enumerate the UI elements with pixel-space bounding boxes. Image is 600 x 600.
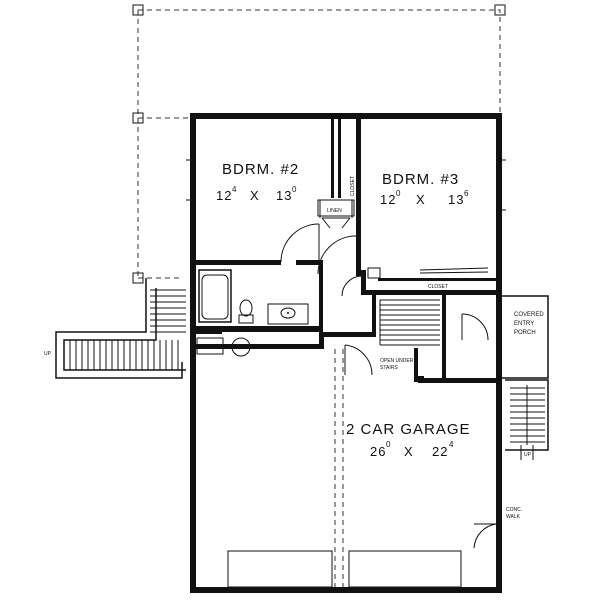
covered-entry-porch-label: COVERED ENTRY PORCH — [514, 312, 544, 336]
up-label-right: UP — [524, 452, 532, 458]
bedroom3-dim-x: X — [416, 192, 426, 207]
bedroom2-dim-b: 13 — [276, 188, 292, 203]
water-heater-label: W.H. — [234, 345, 245, 351]
conc-walk-label: CONC. WALK — [506, 507, 522, 520]
bedroom2-label: BDRM. #2 12 4 X 13 0 — [216, 161, 299, 203]
bedroom2-dim-x: X — [250, 188, 260, 203]
deck-outline — [132, 4, 506, 284]
linen-closet — [317, 199, 355, 229]
garage-label: 2 CAR GARAGE 26 0 X 22 4 — [346, 421, 471, 459]
windows — [186, 115, 506, 211]
bedroom2-title: BDRM. #2 — [222, 161, 299, 178]
garage-dim-x: X — [404, 444, 414, 459]
porch-label-line1: COVERED — [514, 312, 544, 318]
bedroom2-dim-a: 12 — [216, 188, 232, 203]
open-under-stairs-line1: OPEN UNDER — [380, 358, 414, 364]
interior-walls — [196, 118, 496, 383]
bedroom3-closet-doors — [367, 267, 489, 279]
bedroom3-dim-a: 12 — [380, 192, 396, 207]
linen-label: LINEN — [327, 208, 342, 214]
up-label-left: UP — [44, 351, 52, 357]
stairs-interior — [379, 299, 440, 346]
mechanical — [196, 337, 251, 357]
conc-walk-line1: CONC. — [506, 507, 522, 513]
bedroom3-dim-a-sup: 0 — [396, 189, 401, 198]
closet-label-bedroom3: CLOSET — [428, 284, 448, 290]
porch-label-line2: ENTRY — [514, 321, 534, 327]
bedroom3-label: BDRM. #3 12 0 X 13 6 — [380, 171, 469, 207]
porch-label-line3: PORCH — [514, 330, 536, 336]
stairs-left — [55, 278, 186, 379]
open-under-stairs-label: OPEN UNDER STAIRS — [380, 358, 414, 371]
covered-entry-porch — [502, 295, 549, 379]
bedroom2-dim-a-sup: 4 — [232, 185, 237, 194]
bathroom-fixtures — [198, 269, 309, 325]
bedroom3-title: BDRM. #3 — [382, 171, 459, 188]
garage-dim-b: 22 — [432, 444, 448, 459]
garage-dim-a: 26 — [370, 444, 386, 459]
conc-walk-line2: WALK — [506, 514, 521, 520]
stairs-right — [505, 379, 549, 460]
exterior-walls — [190, 113, 502, 593]
garage-title: 2 CAR GARAGE — [346, 421, 471, 438]
closet-label-bedroom2: CLOSET — [350, 176, 356, 196]
bedroom2-dim-b-sup: 0 — [292, 185, 297, 194]
garage-dim-a-sup: 0 — [386, 440, 391, 449]
bedroom3-dim-b: 13 — [448, 192, 464, 207]
garage-doors — [227, 349, 462, 588]
furnace-label: FURN. — [199, 344, 214, 350]
bedroom3-dim-b-sup: 6 — [464, 189, 469, 198]
open-under-stairs-line2: STAIRS — [380, 365, 398, 371]
doors — [280, 223, 497, 549]
garage-dim-b-sup: 4 — [449, 440, 454, 449]
